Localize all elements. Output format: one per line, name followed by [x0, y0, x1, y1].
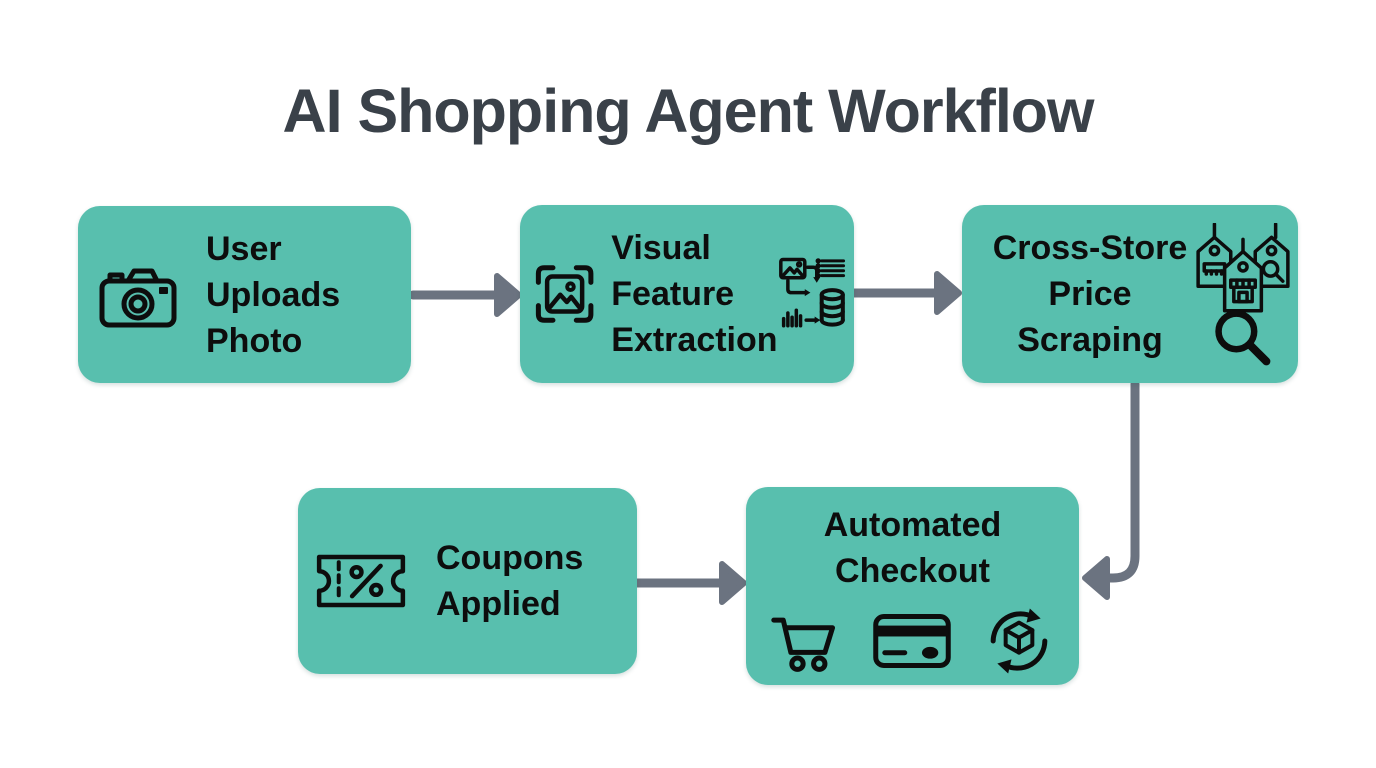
coupon-icon: [312, 544, 410, 618]
sync-package-icon: [982, 608, 1056, 674]
checkout-icons: [770, 606, 1056, 676]
node-label: Cross-Store Price Scraping: [992, 229, 1188, 359]
node-coupons-applied: Coupons Applied: [298, 488, 637, 674]
node-label: Coupons Applied: [436, 539, 584, 623]
node-label: User Uploads Photo: [206, 229, 341, 360]
arrow-left-icon: [1082, 556, 1110, 600]
image-scan-icon: [534, 254, 595, 334]
node-user-uploads-photo: User Uploads Photo: [78, 206, 411, 383]
arrow-right-icon: [494, 273, 522, 317]
node-visual-feature-extraction: Visual Feature Extraction: [520, 205, 854, 383]
credit-card-icon: [872, 612, 952, 670]
node-cross-store-price-scraping: Cross-Store Price Scraping: [962, 205, 1298, 383]
node-label: Visual Feature Extraction: [611, 229, 778, 359]
node-automated-checkout: Automated Checkout: [746, 487, 1079, 685]
price-tags-icon: [1192, 223, 1294, 321]
magnifier-icon: [1212, 307, 1272, 367]
page-title: AI Shopping Agent Workflow: [282, 77, 1095, 145]
feature-pipeline-icon: [778, 243, 848, 345]
arrow-right-icon: [934, 271, 962, 315]
arrow-right-icon: [719, 561, 747, 605]
node-label: Automated Checkout: [823, 506, 1002, 590]
arrow-3-elbow-shaft: [1102, 379, 1140, 583]
camera-icon: [96, 258, 180, 332]
cart-icon: [770, 608, 842, 674]
